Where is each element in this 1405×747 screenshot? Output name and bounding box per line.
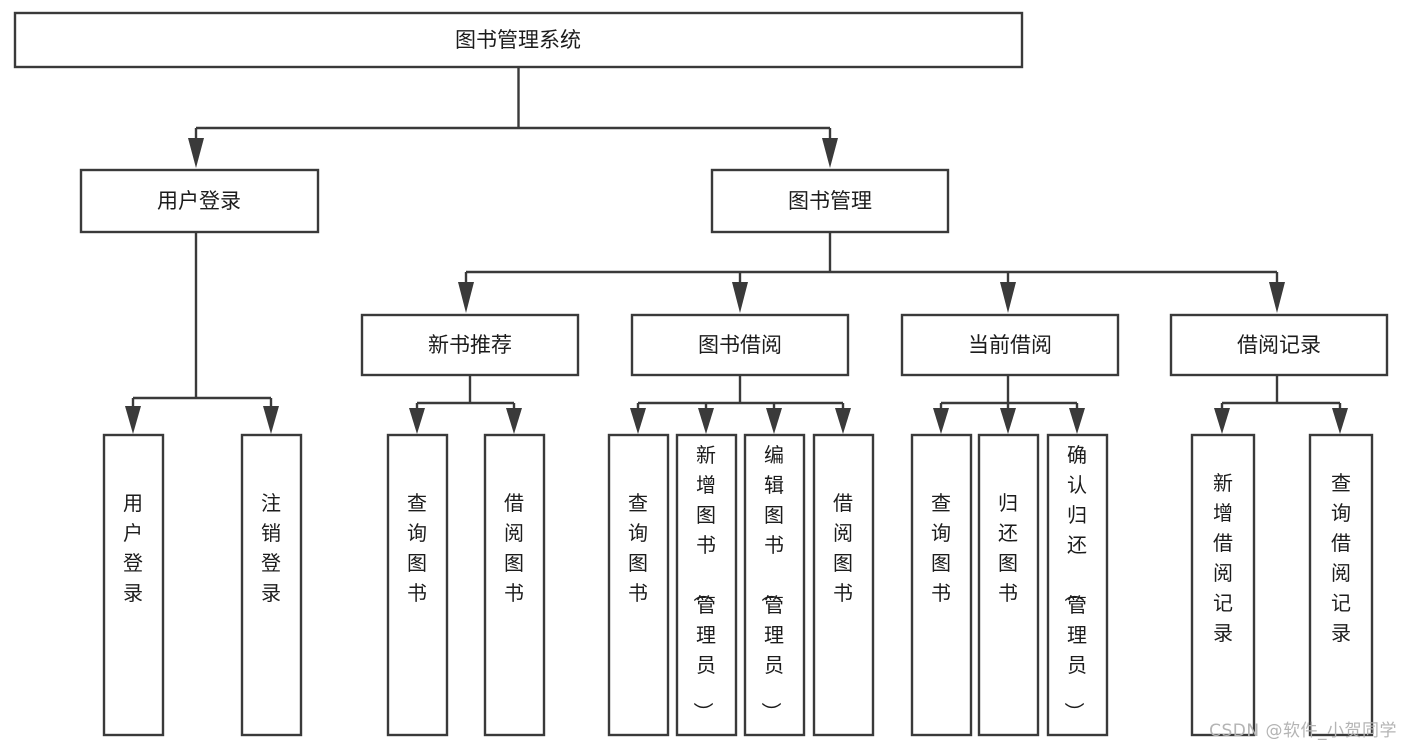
node-bb-query-book-box[interactable] — [607, 433, 670, 737]
node-user-login-logout-box[interactable] — [240, 433, 303, 737]
node-bb-borrow-book[interactable]: 借阅图书 — [812, 433, 875, 737]
arrow-icon-bb-to-add-book — [698, 408, 714, 434]
arrow-icon-br-to-query-record — [1332, 408, 1348, 434]
node-root-box[interactable] — [13, 11, 1024, 69]
node-current-borrow-box[interactable] — [900, 313, 1120, 377]
arrow-icon-to-logout-leaf — [263, 406, 279, 434]
node-br-query-record-label: 查询借阅记录 — [1331, 471, 1351, 645]
node-user-login-logout-label: 注销登录 — [261, 491, 281, 605]
node-cb-query-book-label: 查询图书 — [931, 491, 951, 605]
node-current-borrow-label: 当前借阅 — [968, 333, 1052, 357]
node-user-login-box[interactable] — [79, 168, 320, 234]
node-book-management[interactable]: 图书管理 — [710, 168, 950, 234]
node-br-query-record[interactable]: 查询借阅记录 — [1308, 433, 1374, 737]
arrow-icon-br-to-add-record — [1214, 408, 1230, 434]
arrow-icon-bm-to-borrow-records — [1269, 282, 1285, 313]
node-cb-confirm-return[interactable]: 确认归还（管理员） — [1046, 433, 1109, 737]
arrow-icon-bb-to-borrow-book — [835, 408, 851, 434]
node-book-borrow[interactable]: 图书借阅 — [630, 313, 850, 377]
node-bb-query-book-label: 查询图书 — [628, 491, 648, 605]
arrow-icon-bb-to-edit-book — [766, 408, 782, 434]
node-bb-edit-book-label: 编辑图书（管理员） — [759, 443, 784, 722]
node-cb-query-book-box[interactable] — [910, 433, 973, 737]
node-root-label: 图书管理系统 — [455, 28, 581, 52]
node-nbr-query-book-label: 查询图书 — [407, 491, 427, 605]
arrow-icon-bb-to-query-book — [630, 408, 646, 434]
arrow-icon-bm-to-new-book — [458, 282, 474, 313]
node-book-management-box[interactable] — [710, 168, 950, 234]
node-book-management-label: 图书管理 — [788, 189, 872, 213]
node-user-login-label: 用户登录 — [157, 189, 241, 213]
node-new-book-recommend-box[interactable] — [360, 313, 580, 377]
node-borrow-records-box[interactable] — [1169, 313, 1389, 377]
node-user-login-login-label: 用户登录 — [123, 491, 143, 605]
arrow-icon-bm-to-book-borrow — [732, 282, 748, 313]
arrow-icon-cb-to-confirm-return — [1069, 408, 1085, 434]
node-bb-edit-book[interactable]: 编辑图书（管理员） — [743, 433, 806, 737]
node-new-book-recommend-label: 新书推荐 — [428, 333, 512, 357]
connector-layer — [125, 67, 1348, 434]
node-user-login-login[interactable]: 用户登录 — [102, 433, 165, 737]
node-br-add-record-box[interactable] — [1190, 433, 1256, 737]
node-nbr-query-book[interactable]: 查询图书 — [386, 433, 449, 737]
arrow-icon-root-to-user-login — [188, 138, 204, 168]
node-cb-return-book-box[interactable] — [977, 433, 1040, 737]
node-new-book-recommend[interactable]: 新书推荐 — [360, 313, 580, 377]
arrow-icon-to-user-login-leaf — [125, 406, 141, 434]
node-bb-add-book[interactable]: 新增图书（管理员） — [675, 433, 738, 737]
node-bb-borrow-book-box[interactable] — [812, 433, 875, 737]
node-nbr-borrow-book-label: 借阅图书 — [504, 491, 524, 605]
arrow-icon-root-to-book-management — [822, 138, 838, 168]
node-book-borrow-box[interactable] — [630, 313, 850, 377]
arrow-icon-nb-to-query-book — [409, 408, 425, 434]
node-br-add-record-label: 新增借阅记录 — [1213, 471, 1233, 645]
node-bb-add-book-box[interactable] — [675, 433, 738, 737]
node-bb-edit-book-box[interactable] — [743, 433, 806, 737]
node-user-login-login-box[interactable] — [102, 433, 165, 737]
node-current-borrow[interactable]: 当前借阅 — [900, 313, 1120, 377]
arrow-icon-cb-to-return-book — [1000, 408, 1016, 434]
node-cb-confirm-return-label: 确认归还（管理员） — [1062, 443, 1087, 722]
node-cb-confirm-return-box[interactable] — [1046, 433, 1109, 737]
arrow-icon-bm-to-current-borrow — [1000, 282, 1016, 313]
node-borrow-records[interactable]: 借阅记录 — [1169, 313, 1389, 377]
node-cb-return-book-label: 归还图书 — [998, 491, 1018, 605]
node-bb-query-book[interactable]: 查询图书 — [607, 433, 670, 737]
node-user-login-logout[interactable]: 注销登录 — [240, 433, 303, 737]
node-nbr-borrow-book-box[interactable] — [483, 433, 546, 737]
node-bb-add-book-label: 新增图书（管理员） — [691, 443, 716, 722]
node-br-query-record-box[interactable] — [1308, 433, 1374, 737]
node-cb-query-book[interactable]: 查询图书 — [910, 433, 973, 737]
node-bb-borrow-book-label: 借阅图书 — [833, 491, 853, 605]
arrow-icon-nb-to-borrow-book — [506, 408, 522, 434]
node-root[interactable]: 图书管理系统 — [13, 11, 1024, 69]
node-nbr-borrow-book[interactable]: 借阅图书 — [483, 433, 546, 737]
node-nbr-query-book-box[interactable] — [386, 433, 449, 737]
node-book-borrow-label: 图书借阅 — [698, 333, 782, 357]
node-user-login[interactable]: 用户登录 — [79, 168, 320, 234]
arrow-icon-cb-to-query-book — [933, 408, 949, 434]
node-br-add-record[interactable]: 新增借阅记录 — [1190, 433, 1256, 737]
node-borrow-records-label: 借阅记录 — [1237, 333, 1321, 357]
node-cb-return-book[interactable]: 归还图书 — [977, 433, 1040, 737]
